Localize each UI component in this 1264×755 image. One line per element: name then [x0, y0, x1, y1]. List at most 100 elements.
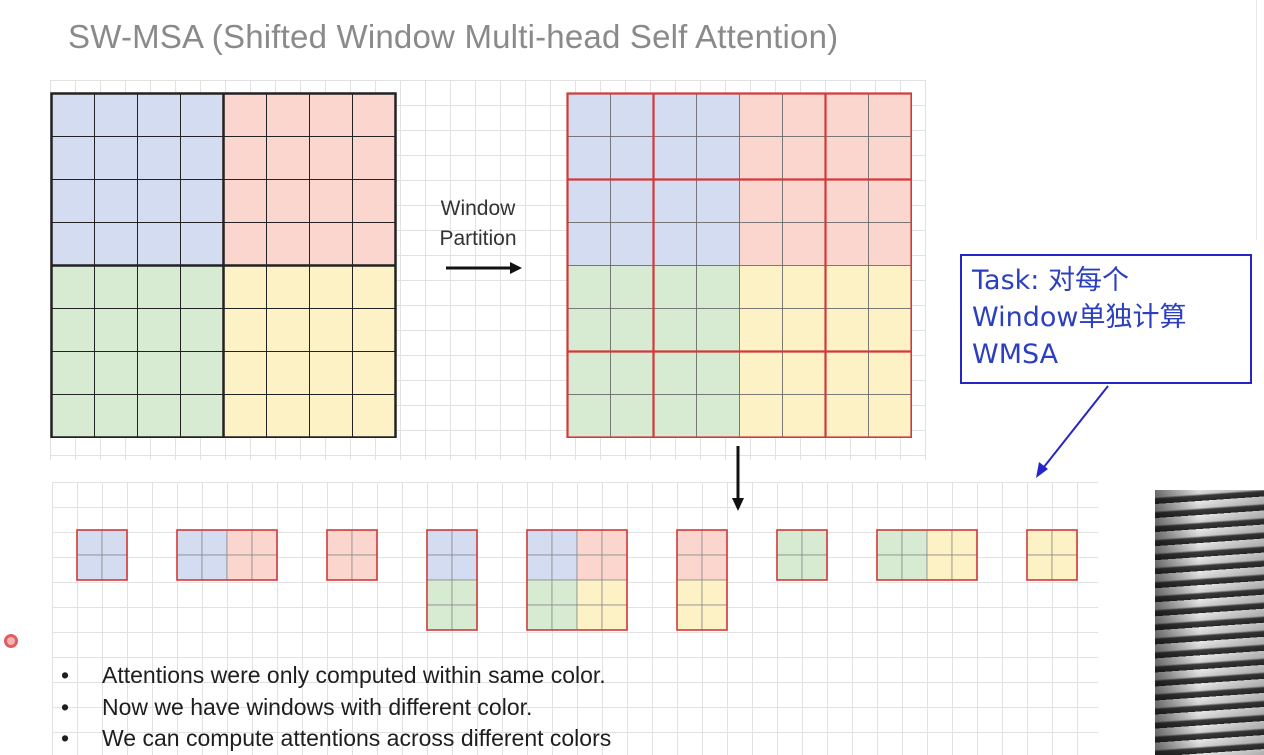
patch-cell: [676, 554, 703, 581]
patch-cell: [868, 179, 912, 223]
task-line-3: WMSA: [972, 339, 1059, 370]
patch-cell: [51, 308, 95, 352]
separated-window: [426, 529, 478, 631]
patch-grid-shifted-windows: [566, 92, 912, 438]
patch-cell: [137, 308, 181, 352]
patch-cell: [653, 394, 697, 438]
patch-cell: [309, 222, 353, 266]
patch-cell: [326, 529, 353, 556]
separated-window-border: [426, 529, 478, 631]
task-line-2: Window单独计算: [972, 302, 1187, 333]
patch-cell: [451, 554, 478, 581]
patch-cell: [51, 265, 95, 309]
patch-cell: [266, 179, 310, 223]
patch-cell: [868, 265, 912, 309]
patch-cell: [351, 529, 378, 556]
slide-title: SW-MSA (Shifted Window Multi-head Self A…: [68, 18, 839, 55]
patch-cell: [825, 265, 869, 309]
patch-cell: [426, 554, 453, 581]
pointer-cursor-icon: [4, 634, 18, 648]
patch-cell: [901, 554, 928, 581]
patch-cell: [51, 222, 95, 266]
patch-cell: [576, 579, 603, 606]
patch-cell: [825, 93, 869, 137]
bullet-list: •Attentions were only computed within sa…: [60, 660, 611, 755]
patch-cell: [176, 529, 203, 556]
patch-cell: [94, 179, 138, 223]
patch-cell: [576, 554, 603, 581]
patch-cell: [266, 136, 310, 180]
patch-cell: [251, 554, 278, 581]
patch-cell: [251, 529, 278, 556]
patch-cell: [51, 179, 95, 223]
patch-cell: [610, 308, 654, 352]
patch-cell: [676, 604, 703, 631]
patch-cell: [825, 394, 869, 438]
patch-cell: [782, 93, 826, 137]
separated-window-border: [326, 529, 378, 581]
patch-cell: [137, 394, 181, 438]
patch-cell: [526, 579, 553, 606]
separated-window: [776, 529, 828, 581]
patch-cell: [223, 265, 267, 309]
task-pointer-arrow-icon: [1036, 385, 1109, 478]
patch-cell: [266, 222, 310, 266]
patch-cell: [352, 222, 396, 266]
separated-window: [876, 529, 978, 581]
separated-window-border: [526, 529, 628, 631]
patch-cell: [101, 554, 128, 581]
patch-cell: [94, 308, 138, 352]
patch-cell: [352, 179, 396, 223]
patch-cell: [51, 93, 95, 137]
patch-cell: [739, 222, 783, 266]
patch-cell: [352, 93, 396, 137]
patch-cell: [51, 136, 95, 180]
patch-cell: [696, 351, 740, 395]
patch-cell: [610, 265, 654, 309]
patch-cell: [309, 136, 353, 180]
patch-cell: [223, 351, 267, 395]
patch-cell: [567, 265, 611, 309]
patch-cell: [776, 554, 803, 581]
patch-cell: [309, 308, 353, 352]
patch-cell: [610, 179, 654, 223]
patch-cell: [825, 179, 869, 223]
patch-cell: [223, 179, 267, 223]
patch-cell: [352, 351, 396, 395]
patch-cell: [76, 529, 103, 556]
patch-cell: [567, 136, 611, 180]
window-partition-label: Window Partition: [420, 194, 536, 254]
patch-cell: [201, 529, 228, 556]
bullet-text: Now we have windows with different color…: [102, 693, 533, 720]
patch-cell: [567, 351, 611, 395]
patch-cell: [526, 529, 553, 556]
patch-cell: [610, 136, 654, 180]
patch-cell: [226, 529, 253, 556]
window-edge-divider: [1256, 0, 1264, 240]
patch-cell: [1026, 529, 1053, 556]
patch-cell: [94, 222, 138, 266]
patch-cell: [180, 179, 224, 223]
patch-cell: [551, 604, 578, 631]
patch-cell: [868, 222, 912, 266]
patch-cell: [201, 554, 228, 581]
patch-cell: [876, 529, 903, 556]
patch-cell: [426, 604, 453, 631]
patch-cell: [701, 604, 728, 631]
patch-cell: [951, 554, 978, 581]
patch-cell: [180, 308, 224, 352]
patch-cell: [551, 579, 578, 606]
patch-cell: [926, 554, 953, 581]
patch-cell: [739, 265, 783, 309]
separated-window: [76, 529, 128, 581]
patch-cell: [601, 579, 628, 606]
patch-cell: [309, 93, 353, 137]
separated-window-border: [876, 529, 978, 581]
patch-cell: [94, 136, 138, 180]
patch-cell: [610, 93, 654, 137]
patch-cell: [739, 351, 783, 395]
patch-cell: [180, 351, 224, 395]
patch-cell: [739, 308, 783, 352]
patch-cell: [825, 222, 869, 266]
down-arrow-icon: [732, 446, 744, 511]
